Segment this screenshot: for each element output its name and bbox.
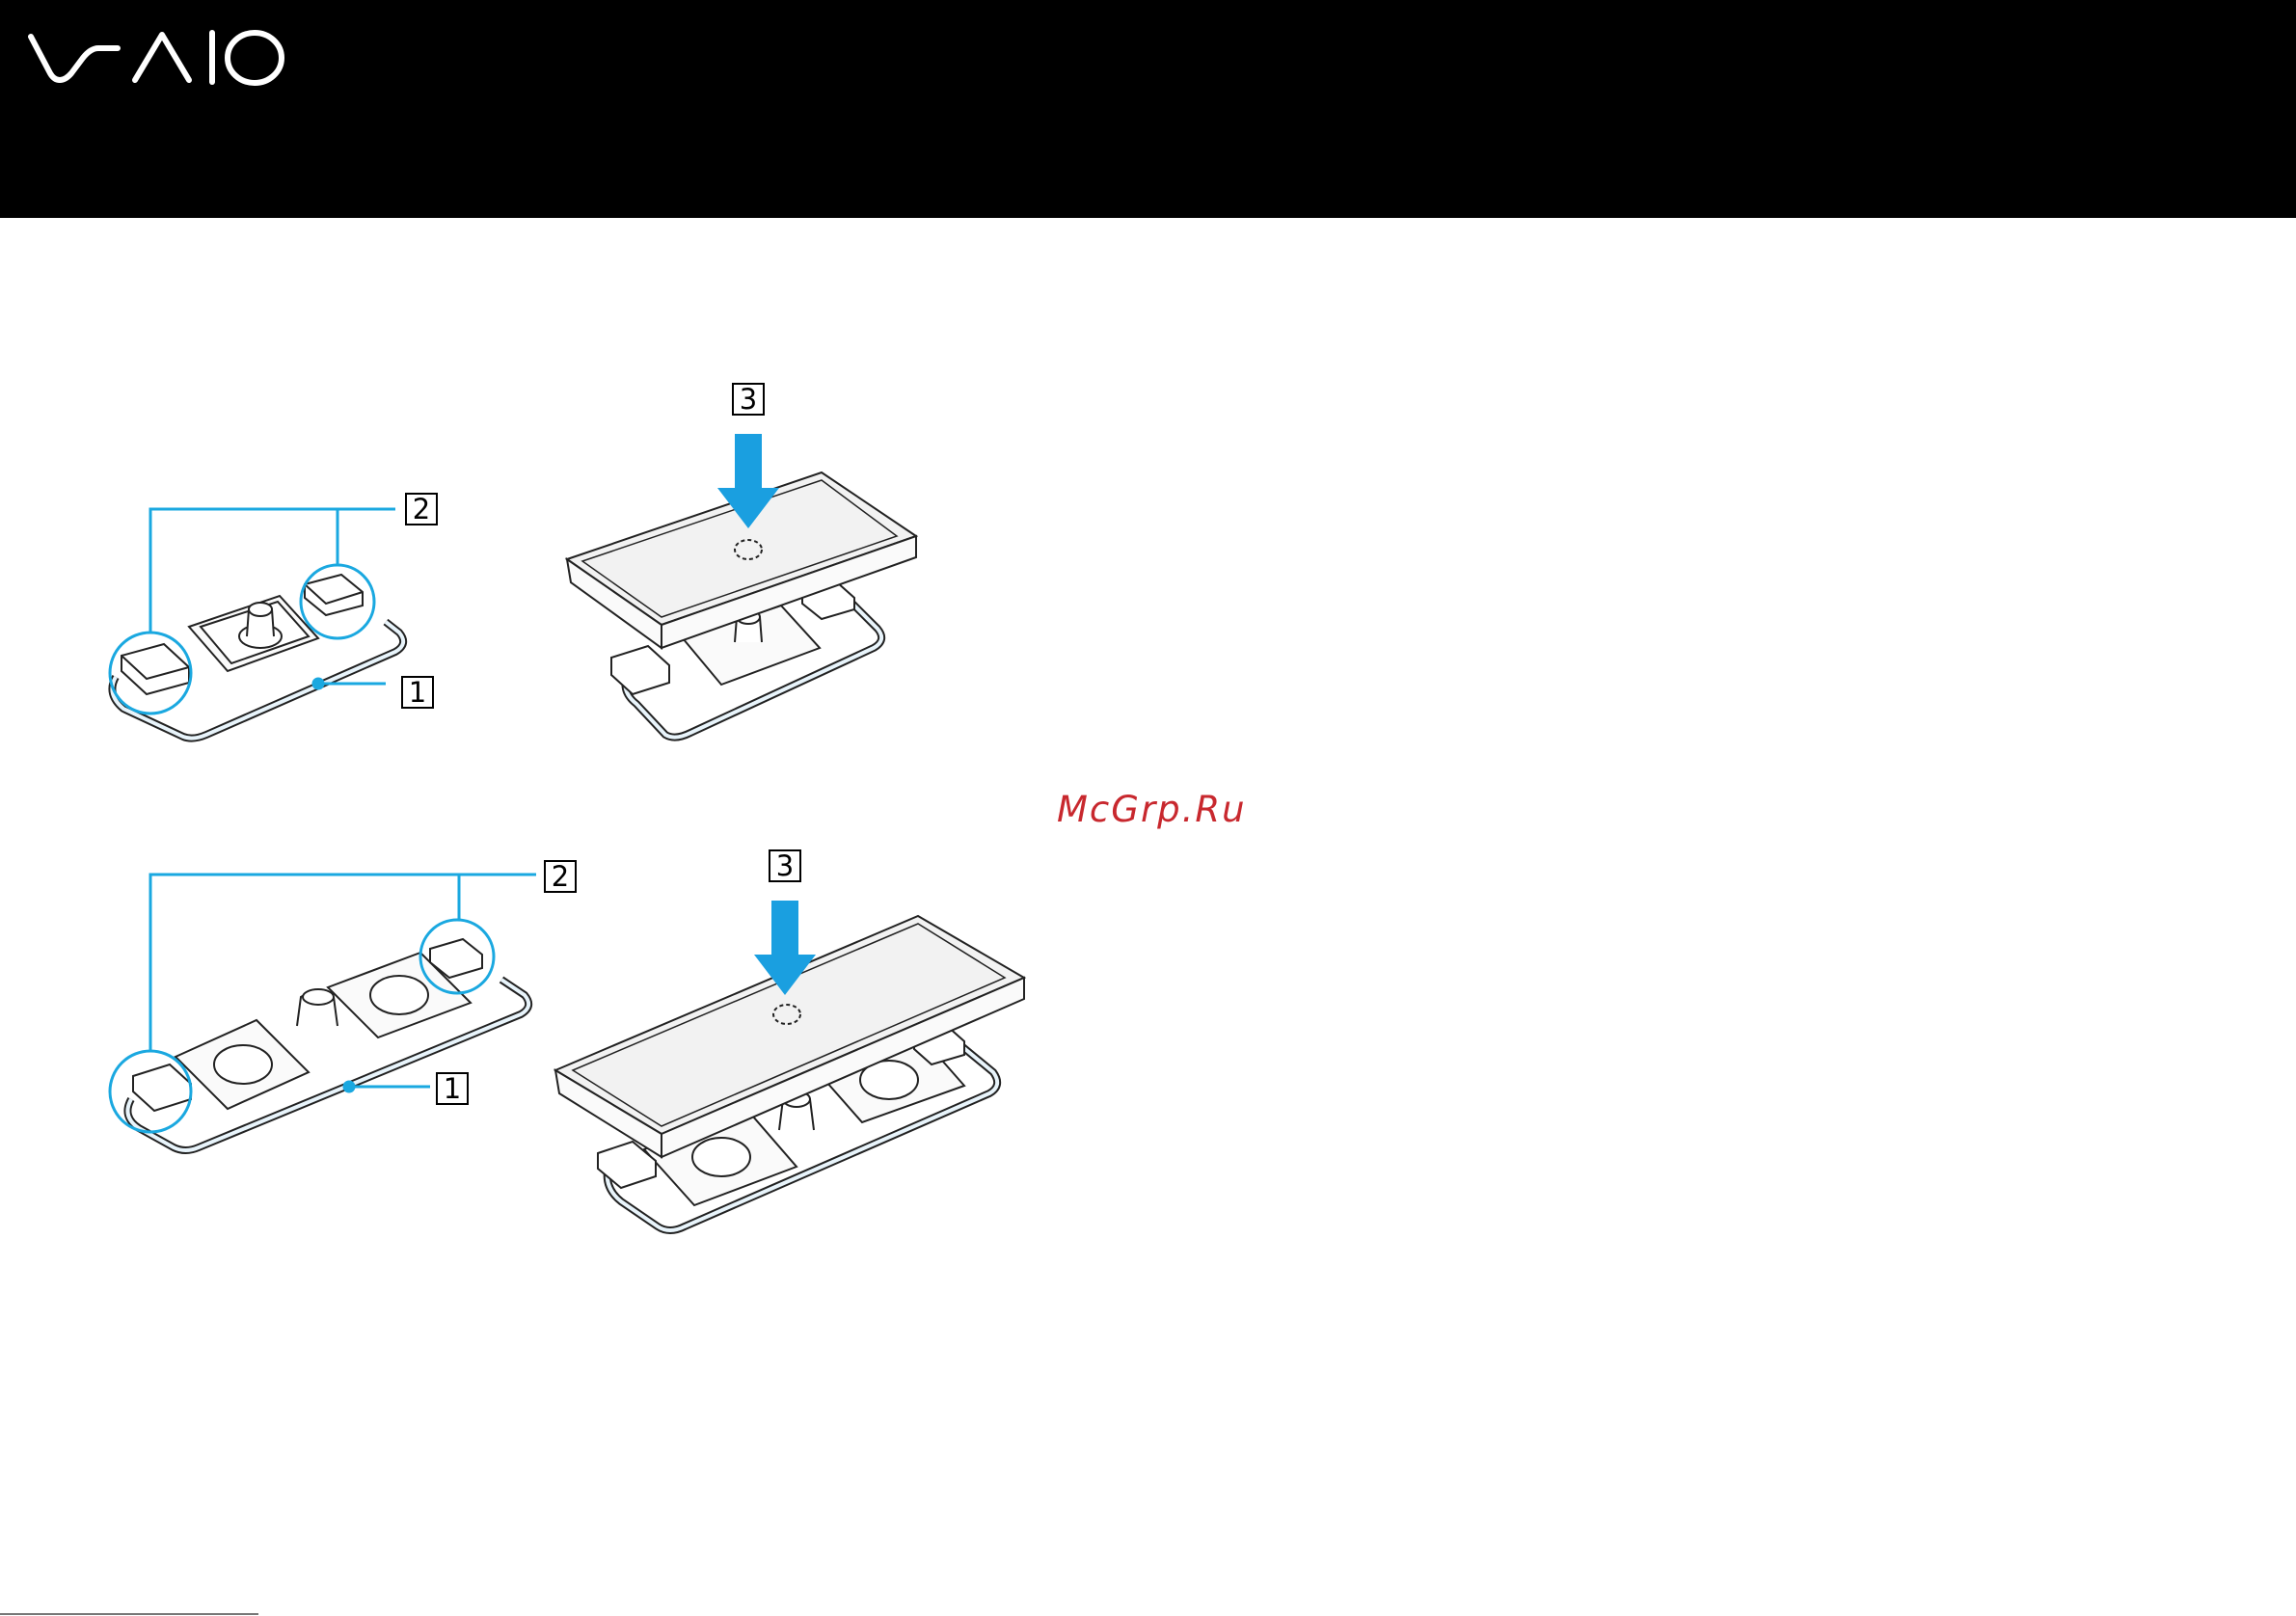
keycap-illustration [0, 218, 2296, 1616]
callout-1-top: 1 [401, 676, 434, 709]
callout-3-top: 3 [732, 383, 765, 416]
callout-2-top: 2 [405, 493, 438, 525]
large-key-base [127, 939, 528, 1150]
callout-1-bottom: 1 [436, 1072, 469, 1105]
watermark: McGrp.Ru [1057, 789, 1247, 830]
callout-2-bottom: 2 [544, 860, 577, 893]
header-bar [0, 0, 2296, 218]
vaio-logo [27, 27, 289, 89]
footer-rule [0, 1613, 258, 1615]
callout-3-bottom: 3 [769, 849, 801, 882]
